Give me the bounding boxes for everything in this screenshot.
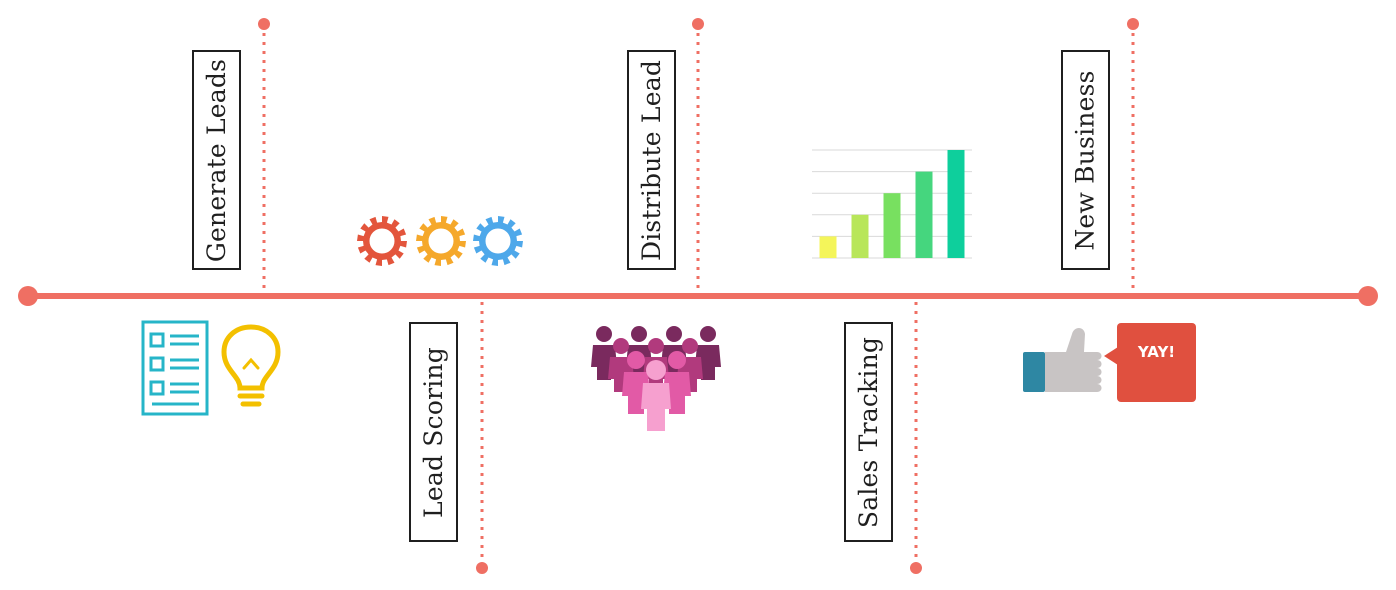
bar-chart-bar bbox=[883, 193, 901, 258]
stage-label-sales-tracking: Sales Tracking bbox=[844, 322, 893, 542]
thumb-hand bbox=[1045, 328, 1102, 392]
stage-label-distribute-lead: Distribute Lead bbox=[627, 50, 676, 270]
stage-label-text: Lead Scoring bbox=[419, 346, 449, 518]
bar-chart-bars bbox=[819, 150, 965, 258]
timeline-start-dot bbox=[18, 286, 38, 306]
gears-icon-group bbox=[357, 216, 523, 266]
lightbulb-icon bbox=[221, 324, 281, 407]
thumbs-up-icon bbox=[1023, 328, 1102, 392]
gear-icon bbox=[357, 216, 407, 266]
bar-chart-bar bbox=[947, 150, 965, 258]
speech-bubble: YAY! bbox=[1104, 323, 1196, 402]
speech-bubble-text: YAY! bbox=[1137, 343, 1176, 361]
connector-lead-scoring bbox=[476, 302, 488, 574]
stage-label-text: Distribute Lead bbox=[637, 59, 666, 261]
connector-sales-tracking bbox=[910, 302, 922, 574]
bar-chart-bar bbox=[819, 236, 837, 258]
stage-label-text: New Business bbox=[1071, 69, 1100, 251]
bar-chart-icon bbox=[812, 149, 972, 259]
stage-label-text: Generate Leads bbox=[202, 58, 231, 262]
stage-label-generate-leads: Generate Leads bbox=[192, 50, 241, 270]
stage-label-text: Sales Tracking bbox=[854, 336, 883, 528]
bar-chart-bar bbox=[851, 214, 869, 258]
connector-generate-leads bbox=[258, 18, 270, 290]
stage-label-lead-scoring: Lead Scoring bbox=[409, 322, 458, 542]
timeline-end-dot bbox=[1358, 286, 1378, 306]
connector-new-business bbox=[1127, 18, 1139, 290]
people-group-icon bbox=[591, 326, 721, 431]
gear-icon bbox=[416, 216, 466, 266]
checklist-icon bbox=[141, 320, 209, 416]
gear-icon bbox=[473, 216, 523, 266]
stage-label-new-business: New Business bbox=[1061, 50, 1110, 270]
bar-chart-bar bbox=[915, 171, 933, 258]
thumb-cuff bbox=[1023, 352, 1045, 392]
connector-distribute-lead bbox=[692, 18, 704, 290]
